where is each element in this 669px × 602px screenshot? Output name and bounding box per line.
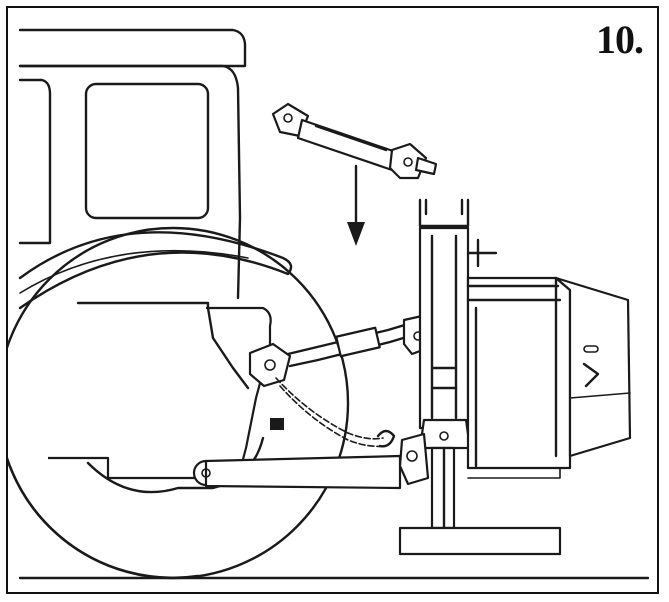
lower-link-icon	[192, 454, 402, 490]
down-arrow-icon	[347, 164, 365, 246]
implement-icon	[466, 238, 632, 479]
safety-chain-icon	[275, 377, 396, 448]
pto-driveshaft-icon	[271, 102, 438, 180]
step-number: 10.	[596, 17, 644, 62]
pto-attachment-illustration	[8, 28, 650, 580]
figure-frame: 10.	[6, 6, 659, 594]
top-link-icon	[248, 314, 434, 388]
